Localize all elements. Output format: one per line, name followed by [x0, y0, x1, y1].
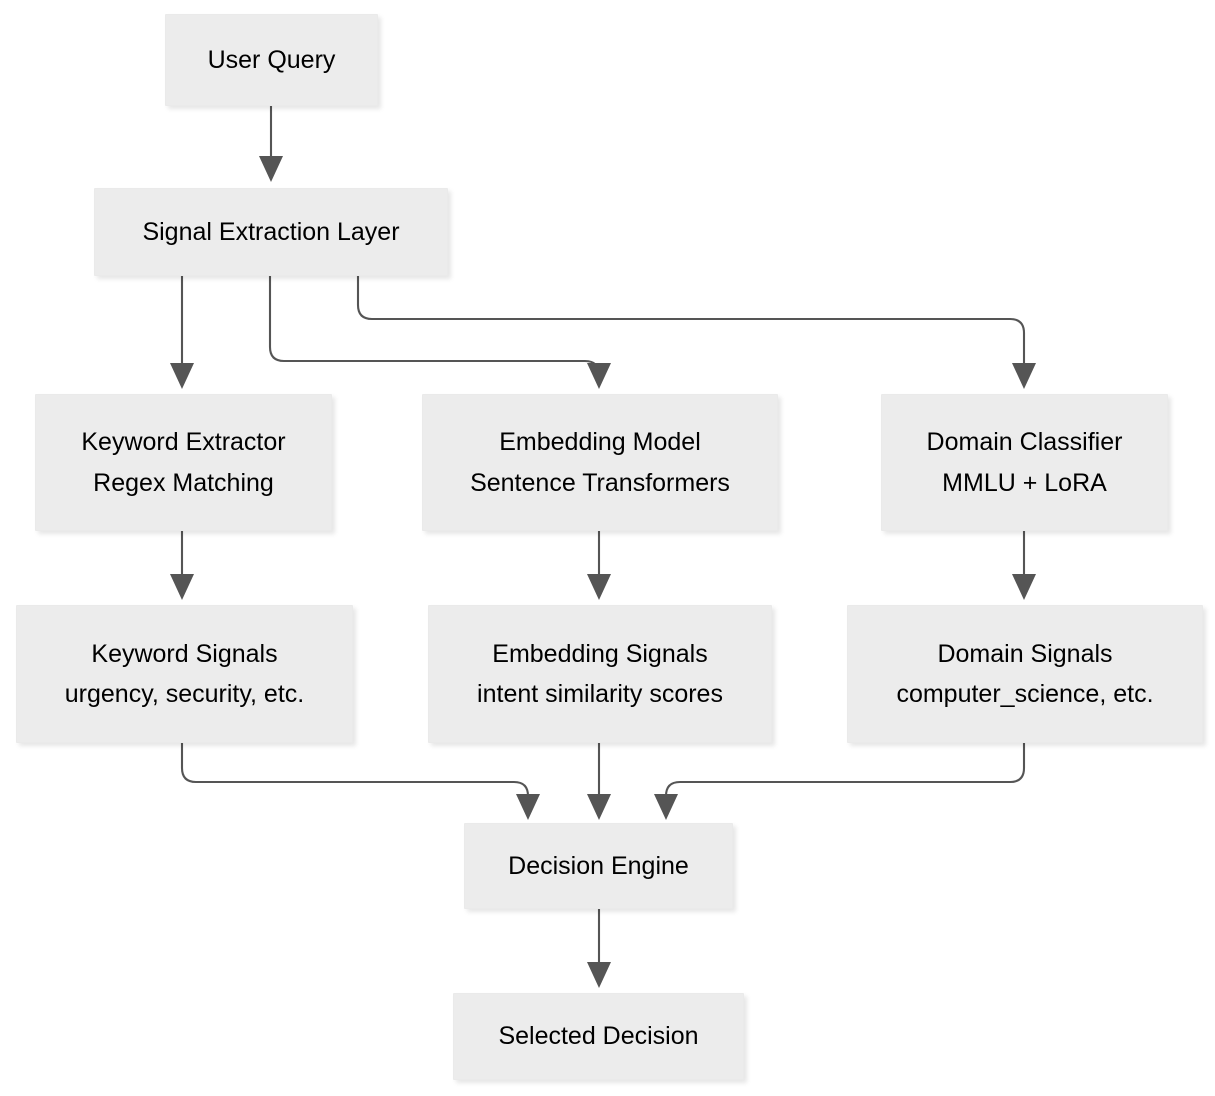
- edge-domain-signals-to-decision-engine: [654, 743, 1026, 820]
- node-decision-engine[interactable]: Decision Engine: [464, 823, 733, 909]
- node-user-query-line1: User Query: [207, 45, 336, 74]
- node-embedding-model[interactable]: Embedding Model Sentence Transformers: [422, 394, 778, 531]
- node-keyword-signals[interactable]: Keyword Signals urgency, security, etc.: [16, 605, 353, 743]
- edge-signal-extraction-to-keyword-extractor: [170, 276, 194, 389]
- node-selected-decision-line1: Selected Decision: [498, 1022, 699, 1051]
- edge-keyword-signals-to-decision-engine: [180, 743, 540, 820]
- node-decision-engine-line1: Decision Engine: [508, 851, 689, 880]
- node-embedding-model-line1: Embedding Model: [499, 428, 701, 456]
- node-embedding-signals-line2: intent similarity scores: [477, 680, 723, 708]
- edge-embedding-signals-to-decision-engine: [587, 743, 611, 820]
- node-domain-classifier-line1: Domain Classifier: [926, 428, 1123, 456]
- node-selected-decision[interactable]: Selected Decision: [453, 993, 744, 1080]
- node-embedding-signals[interactable]: Embedding Signals intent similarity scor…: [428, 605, 772, 743]
- node-domain-signals[interactable]: Domain Signals computer_science, etc.: [847, 605, 1203, 743]
- edge-domain-classifier-to-domain-signals: [1012, 531, 1036, 600]
- edge-embedding-model-to-embedding-signals: [587, 531, 611, 600]
- node-domain-classifier[interactable]: Domain Classifier MMLU + LoRA: [881, 394, 1168, 531]
- edge-signal-extraction-to-embedding-model: [268, 276, 611, 389]
- node-keyword-signals-line1: Keyword Signals: [91, 639, 278, 668]
- node-signal-extraction-layer-line1: Signal Extraction Layer: [142, 217, 400, 246]
- node-keyword-extractor-line1: Keyword Extractor: [81, 428, 286, 456]
- node-domain-classifier-line2: MMLU + LoRA: [942, 468, 1107, 497]
- edge-decision-engine-to-selected-decision: [587, 909, 611, 988]
- edge-keyword-extractor-to-keyword-signals: [170, 531, 194, 600]
- node-domain-signals-line2: computer_science, etc.: [896, 680, 1154, 708]
- edge-signal-extraction-to-domain-classifier: [356, 276, 1036, 389]
- node-keyword-extractor-line2: Regex Matching: [93, 468, 274, 497]
- node-keyword-extractor[interactable]: Keyword Extractor Regex Matching: [35, 394, 332, 531]
- node-signal-extraction-layer[interactable]: Signal Extraction Layer: [94, 188, 448, 276]
- node-embedding-signals-line1: Embedding Signals: [492, 639, 708, 668]
- node-keyword-signals-line2: urgency, security, etc.: [64, 680, 305, 708]
- node-domain-signals-line1: Domain Signals: [937, 639, 1113, 668]
- edge-user-query-to-signal-extraction: [259, 106, 283, 182]
- node-embedding-model-line2: Sentence Transformers: [470, 468, 730, 497]
- node-user-query[interactable]: User Query: [165, 14, 378, 106]
